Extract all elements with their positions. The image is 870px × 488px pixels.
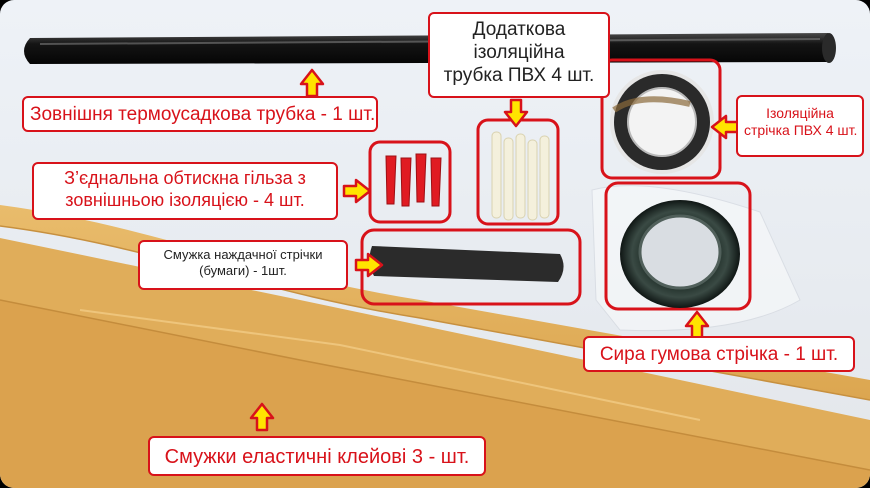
label-extra-tube-line2: ізоляційна (473, 42, 565, 64)
clear-pvc-tubes (491, 131, 550, 221)
label-extra-tube-line3: трубка ПВХ 4 шт. (443, 65, 595, 87)
label-sand-strip-line2: (бумаги) - 1шт. (199, 262, 287, 278)
label-pvc-tape-line2: стрічка ПВХ 4 шт. (744, 122, 858, 139)
label-extra-tube-line1: Додаткова (472, 19, 566, 40)
label-extra-tube: Додаткова ізоляційна трубка ПВХ 4 шт. (428, 12, 610, 98)
label-sleeve-line2: зовнішньою ізоляцією - 4 шт. (65, 189, 305, 210)
adhesive-strip-2 (0, 238, 870, 470)
label-sand-strip-line1: Смужка наждачної стрічки (163, 247, 323, 262)
arrow-sleeve (342, 178, 372, 204)
label-sleeve: З’єднальна обтискна гільза з зовнішньою … (32, 162, 338, 220)
label-rubber-tape: Сира гумова стрічка - 1 шт. (583, 336, 855, 372)
rubber-tape-roll (620, 200, 740, 308)
sandpaper-strip (369, 246, 564, 282)
crimp-sleeves (385, 153, 442, 207)
label-pvc-tape-line1: Ізоляційна (766, 105, 834, 121)
pvc-tape-roll (610, 70, 714, 174)
arrow-outer-tube (299, 68, 325, 98)
arrow-extra-tube (503, 98, 529, 128)
label-outer-tube: Зовнішня термоусадкова трубка - 1 шт. (22, 96, 378, 132)
label-adhesive-strips: Смужки еластичні клейові 3 - шт. (148, 436, 486, 476)
label-pvc-tape: Ізоляційна стрічка ПВХ 4 шт. (736, 95, 864, 157)
label-sleeve-line1: З’єднальна обтискна гільза з (64, 168, 306, 188)
label-sand-strip: Смужка наждачної стрічки (бумаги) - 1шт. (138, 240, 348, 290)
arrow-pvc-tape (710, 114, 740, 140)
